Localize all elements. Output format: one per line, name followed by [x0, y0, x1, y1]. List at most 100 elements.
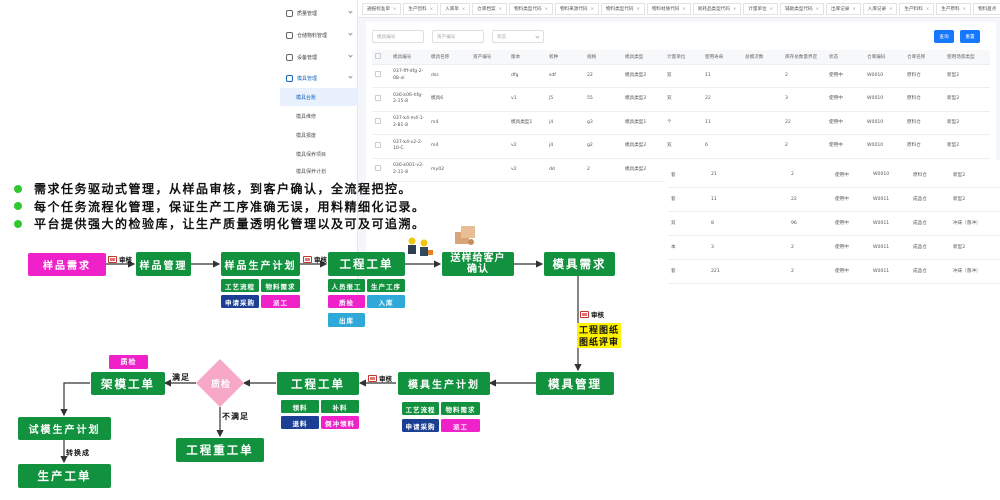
tab-label: 物料盘点 [977, 6, 997, 12]
sidebar-subitem-maint-items[interactable]: 模具保养项目 [296, 151, 327, 158]
table-cell: 双 [664, 134, 702, 159]
bullet-dot-icon [14, 184, 22, 193]
close-icon[interactable]: × [682, 6, 686, 11]
close-icon[interactable]: × [815, 6, 819, 11]
table-cell [742, 87, 782, 112]
table-cell: 2 [788, 163, 832, 188]
sidebar-subitem-mold-scrap[interactable]: 模具报废 [296, 132, 317, 139]
row-checkbox[interactable] [375, 71, 381, 77]
table-cell: 3 [782, 87, 826, 112]
table-cell: my02 [428, 158, 470, 182]
tab-item[interactable]: 物料材质代码× [646, 2, 691, 15]
close-icon[interactable]: × [429, 6, 434, 11]
table-cell [372, 134, 390, 159]
tab-item[interactable]: 生产因料× [403, 2, 439, 15]
tab-item[interactable]: 生产料料× [899, 2, 935, 15]
table-cell: m4 [428, 134, 470, 159]
tab-item[interactable]: 仓库档案× [472, 2, 507, 15]
mold-code-input[interactable]: 模具编号 [372, 30, 424, 43]
node-sample-plan: 样品生产计划 [221, 252, 300, 276]
tab-item[interactable]: 入库记录× [862, 2, 898, 15]
table-cell: 模具6 [428, 87, 470, 112]
sub-worker-report: 人员报工 [328, 279, 365, 292]
close-icon[interactable]: × [544, 6, 548, 11]
node-sample-demand: 样品需求 [28, 253, 106, 276]
row-checkbox[interactable] [375, 165, 381, 171]
table-cell: 原料仓 [910, 163, 950, 188]
row-checkbox[interactable] [375, 118, 381, 124]
table-cell: W0010 [864, 134, 904, 159]
close-icon[interactable]: × [925, 6, 930, 11]
tab-label: 辅助类型代码 [785, 6, 813, 12]
table-cell [372, 158, 390, 182]
table-cell: j4 [546, 134, 584, 159]
tab-item[interactable]: 易耗品类型代码× [692, 2, 742, 15]
table-header-cell: 仓库名称 [904, 50, 944, 65]
close-icon[interactable]: × [889, 6, 893, 11]
table-cell [742, 64, 782, 88]
table-cell: 新型2 [950, 163, 1000, 188]
table-cell: 原料仓 [904, 87, 944, 112]
row-checkbox[interactable] [375, 141, 381, 148]
tab-item[interactable]: 物料来源代码× [554, 2, 599, 15]
status-select[interactable]: 状态 [492, 30, 544, 43]
close-icon[interactable]: × [590, 6, 594, 11]
sidebar-subitem-maint-plan[interactable]: 模具保养计划 [296, 168, 327, 175]
tab-item[interactable]: 入库单× [440, 2, 471, 15]
review-label: 审核 [591, 311, 604, 319]
query-button[interactable]: 查询 [934, 30, 954, 43]
tab-item[interactable]: 通报标准单× [362, 2, 402, 15]
sidebar-subitem-mold-ledger[interactable]: 模具台账 [280, 88, 358, 106]
sidebar-item-warehouse[interactable]: 仓储物料管理 [280, 24, 358, 46]
table-header-cell: 计量单位 [664, 50, 702, 65]
table-header-cell: 模具编号 [390, 50, 428, 65]
table-header-cell: 资产编号 [470, 50, 508, 65]
tab-item[interactable]: 出库记录× [825, 2, 861, 15]
table-cell: g2 [584, 134, 622, 159]
close-icon[interactable]: × [392, 6, 397, 11]
tab-item[interactable]: 物料类型代码× [600, 2, 645, 15]
close-icon[interactable]: × [852, 6, 856, 11]
close-icon[interactable]: × [962, 6, 966, 11]
table-header-cell: 版本 [508, 50, 546, 65]
close-icon[interactable]: × [636, 6, 640, 11]
tab-item[interactable]: 物料类型代码× [509, 2, 553, 15]
close-icon[interactable]: × [461, 6, 466, 11]
tab-label: 物料来源代码 [559, 6, 588, 12]
table-cell [470, 134, 508, 159]
close-icon[interactable]: × [498, 6, 502, 11]
table-cell: W0010 [864, 87, 904, 112]
row-checkbox[interactable] [375, 94, 381, 101]
reset-button[interactable]: 重置 [960, 30, 980, 43]
tab-item[interactable]: 计量单位× [743, 2, 779, 15]
select-all-checkbox[interactable] [375, 52, 381, 59]
table-cell: v2 [508, 158, 546, 182]
tab-label: 入库记录 [867, 6, 887, 12]
tab-item[interactable]: 辅助类型代码× [780, 2, 824, 15]
close-icon[interactable]: × [769, 6, 774, 11]
tab-item[interactable]: 生产原料× [936, 2, 971, 15]
table-cell: g3 [584, 111, 622, 135]
sidebar-item-equipment[interactable]: 设备管理 [280, 46, 358, 68]
close-icon[interactable]: × [732, 6, 737, 11]
tab-label: 易耗品类型代码 [697, 6, 730, 12]
sidebar-item-quality[interactable]: 质量管理 [280, 2, 358, 24]
table-cell: v2 [508, 134, 546, 159]
sub-purchase-request: 申请采购 [221, 295, 259, 308]
feature-bullets: 需求任务驱动式管理，从样品审核，到客户确认，全流程把控。 每个任务流程化管理，保… [14, 180, 654, 233]
sidebar-item-label: 仓储物料管理 [297, 32, 328, 39]
sidebar-item-mold[interactable]: 模具管理 [280, 67, 358, 89]
table-cell: 使用中 [826, 111, 864, 135]
sidebar-subitem-mold-repair[interactable]: 模具维修 [296, 113, 317, 120]
asset-code-input[interactable]: 资产编号 [432, 30, 484, 43]
tab-label: 生产料料 [904, 6, 923, 12]
